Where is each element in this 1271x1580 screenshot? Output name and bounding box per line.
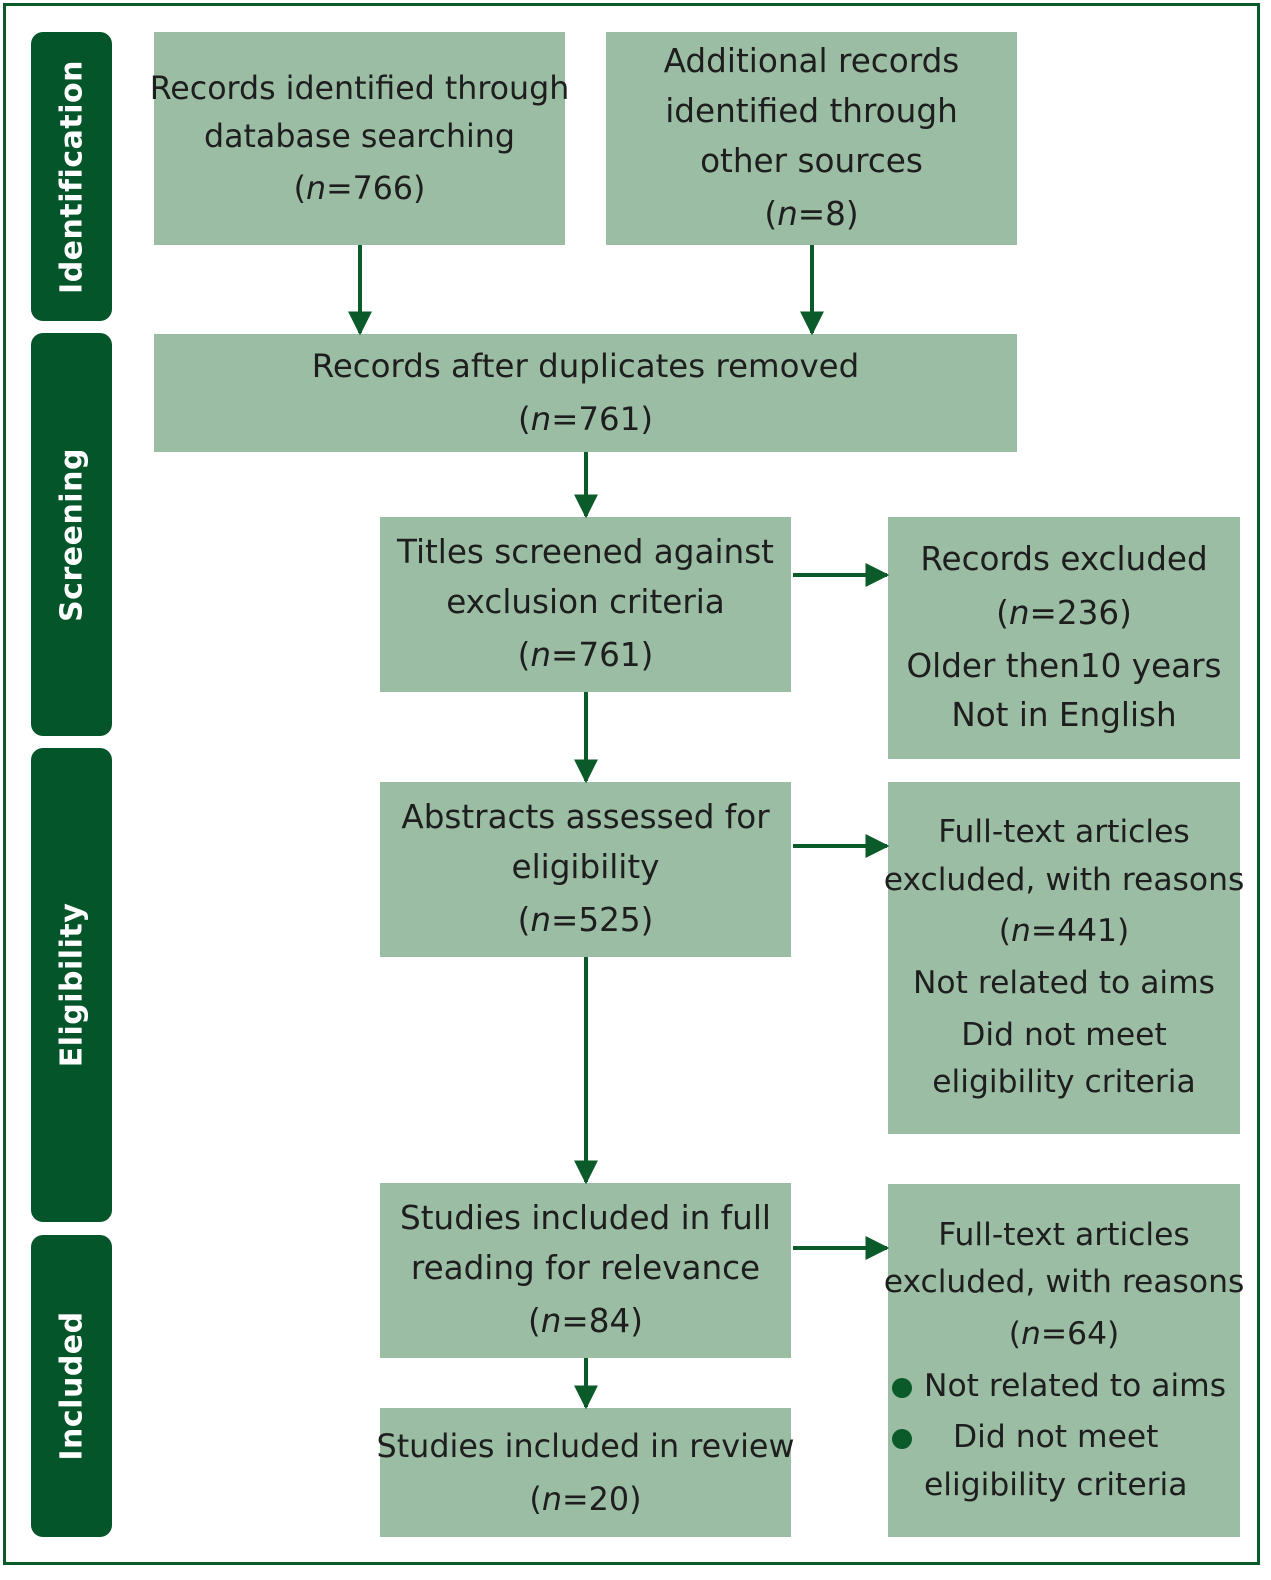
full-reading-count: (n=84) <box>528 1302 643 1341</box>
records-excluded-line-1: Records excluded <box>920 540 1208 579</box>
review-count: (n=20) <box>529 1479 642 1518</box>
other-sources-line-3: other sources <box>700 141 923 180</box>
full-reading-box: Studies included in full reading for rel… <box>380 1183 791 1358</box>
records-excluded-reason-2: Not in English <box>951 696 1177 735</box>
review-box: Studies included in review (n=20) <box>377 1408 795 1537</box>
fulltext2-line-2: excluded, with reasons <box>883 1264 1245 1301</box>
titles-line-1: Titles screened against <box>397 533 774 572</box>
titles-line-2: exclusion criteria <box>446 582 725 621</box>
fulltext1-count: (n=441) <box>998 913 1130 950</box>
database-line-1: Records identified through <box>149 70 570 107</box>
bullet-dot-icon <box>892 1377 912 1398</box>
phase-identification: Identification <box>31 32 112 321</box>
fulltext2-bullet-1: Not related to aims <box>888 1363 1226 1411</box>
abstracts-line-2: eligibility <box>511 847 660 886</box>
bullet-dot-icon <box>892 1429 912 1450</box>
review-line-1: Studies included in review <box>376 1427 795 1466</box>
figure-frame <box>3 3 1260 1565</box>
titles-screened-box: Titles screened against exclusion criter… <box>380 517 791 692</box>
other-sources-count: (n=8) <box>764 195 859 234</box>
full-reading-line-2: reading for relevance <box>410 1248 761 1287</box>
records-excluded-reason-1: Older then10 years <box>906 647 1222 685</box>
other-sources-box: Additional records identified through ot… <box>606 32 1017 245</box>
full-reading-line-1: Studies included in full <box>400 1199 771 1238</box>
abstracts-count: (n=525) <box>517 901 654 940</box>
records-excluded-box: Records excluded (n=236) Older then10 ye… <box>888 517 1240 759</box>
abstracts-box: Abstracts assessed for eligibility (n=52… <box>380 782 791 957</box>
phase-included: Included <box>31 1235 112 1537</box>
other-sources-line-2: identified through <box>665 91 958 130</box>
phase-screening: Screening <box>31 333 112 736</box>
fulltext2-bullet-2-text-2: eligibility criteria <box>924 1466 1188 1503</box>
deduplicated-line-1: Records after duplicates removed <box>311 346 860 385</box>
fulltext1-reason-2a: Did not meet <box>961 1016 1167 1053</box>
database-records-box: Records identified through database sear… <box>150 32 569 245</box>
deduplicated-count: (n=761) <box>518 400 653 438</box>
phase-eligibility: Eligibility <box>31 748 112 1222</box>
fulltext2-bullet-2: Did not meet eligibility criteria <box>888 1414 1187 1509</box>
records-excluded-count: (n=236) <box>996 593 1132 632</box>
fulltext1-line-2: excluded, with reasons <box>883 861 1245 898</box>
database-line-2: database searching <box>204 118 515 155</box>
fulltext1-line-1: Full-text articles <box>938 814 1190 851</box>
fulltext2-count: (n=64) <box>1008 1315 1120 1352</box>
fulltext2-bullet-2-text-1: Did not meet <box>952 1419 1159 1456</box>
fulltext-excluded-1-box: Full-text articles excluded, with reason… <box>884 782 1244 1134</box>
fulltext2-line-1: Full-text articles <box>938 1216 1190 1253</box>
abstracts-line-1: Abstracts assessed for <box>401 798 770 837</box>
other-sources-line-1: Additional records <box>663 42 960 81</box>
fulltext2-bullet-1-text: Not related to aims <box>924 1367 1227 1404</box>
deduplicated-box: Records after duplicates removed (n=761) <box>154 334 1017 452</box>
titles-count: (n=761) <box>517 636 654 675</box>
fulltext1-reason-2b: eligibility criteria <box>932 1064 1196 1101</box>
database-count: (n=766) <box>293 170 426 207</box>
fulltext-excluded-2-box: Full-text articles excluded, with reason… <box>884 1184 1244 1537</box>
fulltext1-reason-1: Not related to aims <box>912 965 1216 1001</box>
